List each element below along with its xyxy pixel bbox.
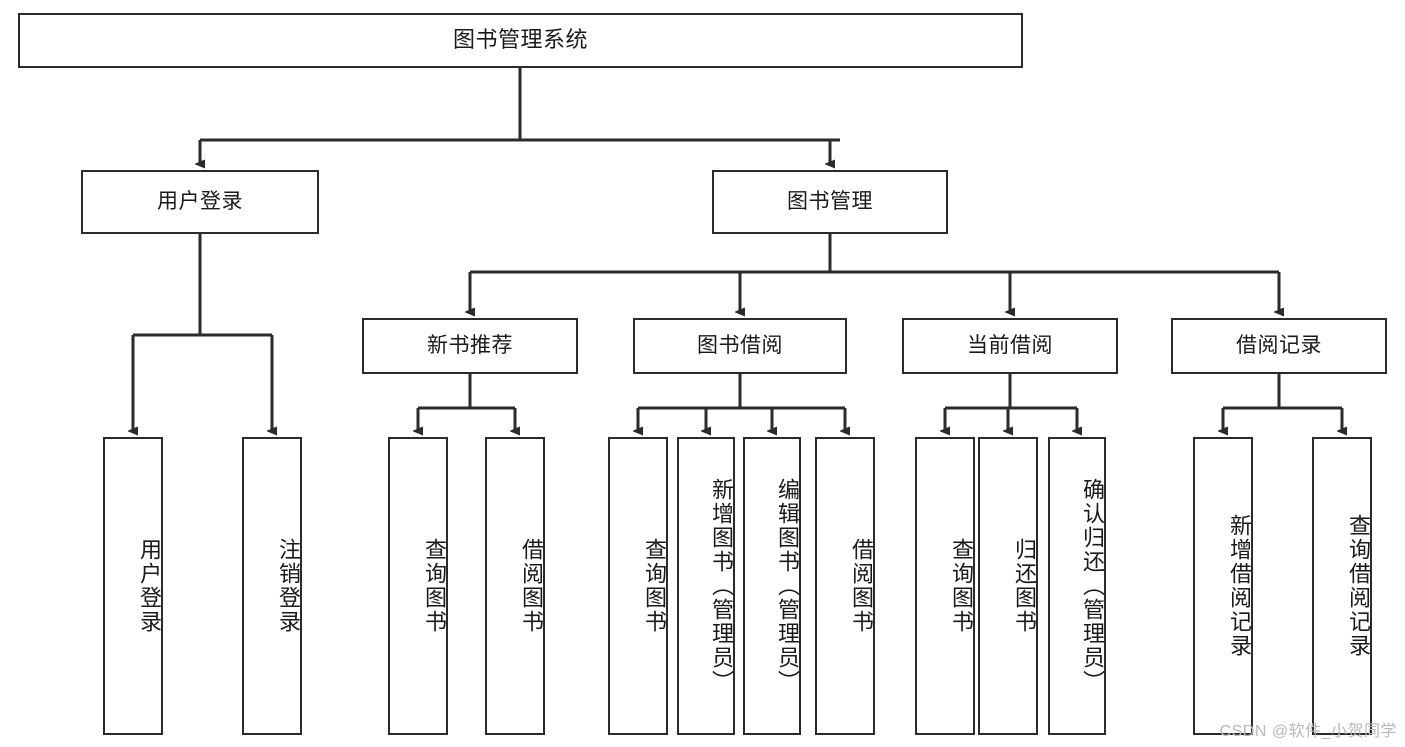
node-leaf-query-book-bor[interactable]: 查询图书 — [608, 437, 668, 735]
node-leaf-add-book-admin-label: 新增图书（管理员） — [709, 478, 734, 694]
node-leaf-user-login[interactable]: 用户登录 — [103, 437, 163, 735]
node-book-manage[interactable]: 图书管理 — [712, 170, 948, 234]
node-leaf-return-book[interactable]: 归还图书 — [978, 437, 1038, 735]
node-root[interactable]: 图书管理系统 — [18, 13, 1023, 68]
node-user-login[interactable]: 用户登录 — [81, 170, 319, 234]
node-leaf-edit-book-admin-label: 编辑图书（管理员） — [775, 478, 800, 694]
node-root-label: 图书管理系统 — [452, 27, 588, 53]
node-leaf-query-book-rec[interactable]: 查询图书 — [388, 437, 448, 735]
node-borrow-record-label: 借阅记录 — [1236, 334, 1322, 358]
node-leaf-query-borrow-record[interactable]: 查询借阅记录 — [1312, 437, 1372, 735]
node-leaf-confirm-return-admin[interactable]: 确认归还（管理员） — [1048, 437, 1106, 735]
node-leaf-query-book-cur-label: 查询图书 — [949, 538, 974, 634]
node-book-borrow-label: 图书借阅 — [697, 334, 783, 358]
csdn-watermark: CSDN @软件_小贺同学 — [1219, 723, 1397, 740]
node-leaf-query-book-bor-label: 查询图书 — [642, 538, 667, 634]
node-leaf-query-book-cur[interactable]: 查询图书 — [915, 437, 975, 735]
node-book-borrow[interactable]: 图书借阅 — [633, 318, 847, 374]
node-current-borrow-label: 当前借阅 — [967, 334, 1053, 358]
node-book-manage-label: 图书管理 — [787, 190, 873, 214]
node-leaf-borrow-book-rec-label: 借阅图书 — [519, 538, 544, 634]
node-leaf-borrow-book-rec[interactable]: 借阅图书 — [485, 437, 545, 735]
node-leaf-logout-label: 注销登录 — [276, 538, 301, 634]
node-leaf-borrow-book-bor[interactable]: 借阅图书 — [815, 437, 875, 735]
node-leaf-user-login-label: 用户登录 — [137, 538, 162, 634]
node-leaf-edit-book-admin[interactable]: 编辑图书（管理员） — [743, 437, 801, 735]
node-leaf-query-borrow-record-label: 查询借阅记录 — [1346, 514, 1371, 658]
node-leaf-return-book-label: 归还图书 — [1012, 538, 1037, 634]
node-leaf-add-book-admin[interactable]: 新增图书（管理员） — [677, 437, 735, 735]
node-user-login-label: 用户登录 — [157, 190, 243, 214]
node-new-book-recommend-label: 新书推荐 — [427, 334, 513, 358]
node-leaf-logout[interactable]: 注销登录 — [242, 437, 302, 735]
node-leaf-add-borrow-record-label: 新增借阅记录 — [1227, 514, 1252, 658]
node-leaf-borrow-book-bor-label: 借阅图书 — [849, 538, 874, 634]
node-leaf-query-book-rec-label: 查询图书 — [422, 538, 447, 634]
node-leaf-add-borrow-record[interactable]: 新增借阅记录 — [1193, 437, 1253, 735]
node-borrow-record[interactable]: 借阅记录 — [1171, 318, 1387, 374]
node-leaf-confirm-return-admin-label: 确认归还（管理员） — [1080, 478, 1105, 694]
node-current-borrow[interactable]: 当前借阅 — [902, 318, 1118, 374]
node-new-book-recommend[interactable]: 新书推荐 — [362, 318, 578, 374]
